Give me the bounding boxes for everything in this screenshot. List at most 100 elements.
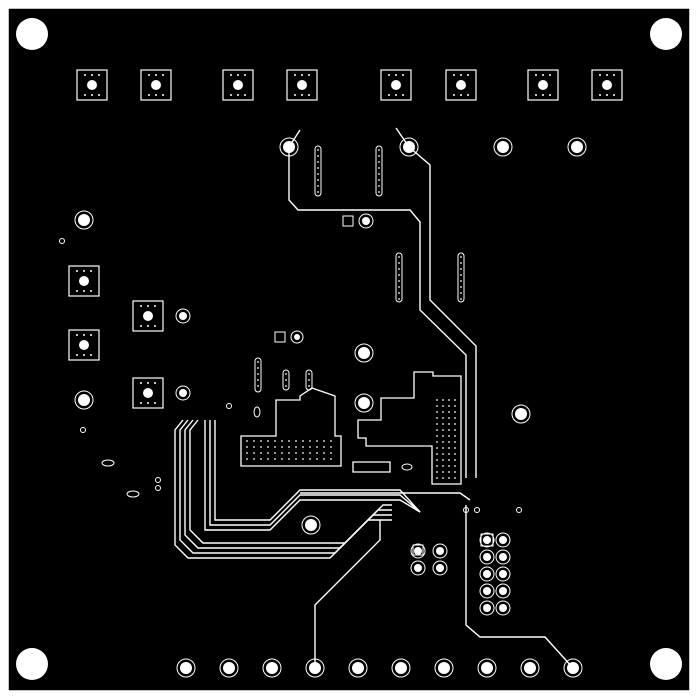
via bbox=[316, 458, 318, 460]
via bbox=[436, 435, 438, 437]
via bbox=[448, 459, 450, 461]
round-pad bbox=[483, 536, 491, 544]
via bbox=[436, 411, 438, 413]
via bbox=[98, 74, 100, 76]
via bbox=[442, 453, 444, 455]
via bbox=[267, 440, 269, 442]
via bbox=[436, 453, 438, 455]
via bbox=[436, 441, 438, 443]
round-pad-ring bbox=[479, 532, 495, 548]
square-pad bbox=[286, 69, 318, 101]
round-pad bbox=[395, 662, 407, 674]
via bbox=[253, 458, 255, 460]
via bbox=[308, 94, 310, 96]
via bbox=[59, 238, 65, 244]
via bbox=[90, 290, 92, 292]
via bbox=[98, 94, 100, 96]
via bbox=[442, 459, 444, 461]
via bbox=[436, 423, 438, 425]
square-pad bbox=[412, 544, 424, 556]
via bbox=[147, 305, 149, 307]
via bbox=[606, 94, 608, 96]
via bbox=[549, 94, 551, 96]
square-pad bbox=[527, 69, 559, 101]
oval-pad bbox=[253, 406, 261, 418]
via bbox=[395, 74, 397, 76]
round-pad-ring bbox=[495, 566, 511, 582]
via bbox=[323, 452, 325, 454]
via bbox=[237, 94, 239, 96]
via bbox=[302, 458, 304, 460]
via bbox=[267, 446, 269, 448]
via bbox=[301, 74, 303, 76]
round-pad-ring bbox=[479, 566, 495, 582]
round-pad bbox=[497, 141, 509, 153]
via bbox=[402, 94, 404, 96]
via bbox=[154, 325, 156, 327]
square-pad bbox=[274, 331, 286, 343]
round-pad bbox=[179, 389, 187, 397]
via bbox=[267, 452, 269, 454]
via bbox=[388, 74, 390, 76]
via bbox=[317, 155, 319, 157]
round-pad-ring bbox=[432, 560, 448, 576]
via bbox=[398, 268, 400, 270]
via bbox=[230, 74, 232, 76]
trace bbox=[408, 146, 477, 478]
pad-hole bbox=[143, 388, 153, 398]
round-pad-ring bbox=[563, 658, 583, 678]
oval-pad bbox=[126, 490, 140, 498]
round-pad bbox=[78, 214, 90, 226]
via bbox=[91, 74, 93, 76]
via bbox=[302, 446, 304, 448]
round-pad bbox=[499, 570, 507, 578]
via bbox=[454, 453, 456, 455]
via bbox=[317, 191, 319, 193]
via bbox=[84, 74, 86, 76]
round-pad bbox=[481, 662, 493, 674]
via bbox=[460, 256, 462, 258]
via bbox=[599, 74, 601, 76]
via bbox=[436, 399, 438, 401]
round-pad-ring bbox=[495, 549, 511, 565]
pad-hole bbox=[297, 80, 307, 90]
via bbox=[260, 446, 262, 448]
via bbox=[288, 458, 290, 460]
via bbox=[454, 447, 456, 449]
via bbox=[309, 452, 311, 454]
via bbox=[535, 94, 537, 96]
round-pad-ring bbox=[176, 658, 196, 678]
via bbox=[460, 94, 462, 96]
via bbox=[448, 429, 450, 431]
via bbox=[436, 447, 438, 449]
round-pad-ring bbox=[567, 137, 587, 157]
via bbox=[378, 173, 380, 175]
square-pad bbox=[591, 69, 623, 101]
pin-strip bbox=[254, 357, 262, 393]
via bbox=[460, 298, 462, 300]
round-pad-ring bbox=[74, 210, 94, 230]
round-pad-ring bbox=[399, 137, 419, 157]
square-pad bbox=[68, 265, 100, 297]
round-pad bbox=[483, 553, 491, 561]
via bbox=[460, 74, 462, 76]
via bbox=[448, 417, 450, 419]
via bbox=[274, 440, 276, 442]
pad-hole bbox=[233, 80, 243, 90]
via bbox=[308, 373, 310, 375]
copper-pour-right bbox=[357, 371, 462, 485]
round-pad bbox=[358, 347, 370, 359]
via bbox=[454, 405, 456, 407]
pin-strip bbox=[457, 252, 465, 303]
pin-strip bbox=[375, 145, 383, 197]
round-pad bbox=[499, 587, 507, 595]
via bbox=[302, 440, 304, 442]
via bbox=[76, 290, 78, 292]
via bbox=[246, 440, 248, 442]
via bbox=[436, 459, 438, 461]
via bbox=[226, 403, 232, 409]
via bbox=[442, 423, 444, 425]
round-pad-ring bbox=[495, 532, 511, 548]
via bbox=[147, 382, 149, 384]
via bbox=[454, 429, 456, 431]
